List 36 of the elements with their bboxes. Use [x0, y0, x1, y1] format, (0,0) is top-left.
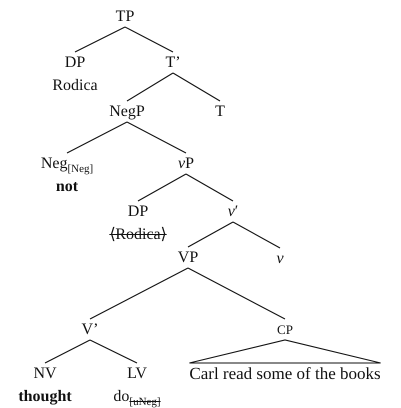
tree-branch: [44, 340, 90, 364]
node-label: v: [276, 249, 284, 269]
word-label: thought: [18, 387, 72, 407]
node-label: NegP: [109, 102, 145, 122]
tree-branch: [90, 268, 188, 320]
tree-branch: [188, 222, 234, 248]
node-label: T: [215, 102, 225, 122]
node-label: NV: [32, 364, 58, 384]
tree-branch: [124, 26, 174, 52]
tree-branch: [186, 174, 234, 202]
tree-branch: [126, 122, 186, 154]
node-label: vP: [178, 154, 194, 174]
terminal-string: Carl read some of the books: [189, 363, 381, 385]
word-label: do$_{[uNeg]}$: [113, 387, 161, 408]
tree-branch: [66, 122, 128, 154]
node-label: Neg$_{[Neg]}$: [40, 154, 94, 175]
tree-branch: [126, 72, 174, 102]
node-label: TP: [116, 7, 134, 27]
tree-branch: [172, 72, 220, 102]
node-label: V’: [82, 320, 98, 340]
node-label: LV: [126, 364, 148, 384]
node-label: T’: [165, 53, 181, 73]
node-label: CP: [277, 321, 293, 339]
node-label: DP: [64, 53, 86, 73]
node-label: DP: [126, 202, 150, 222]
word-label: Rodica: [52, 76, 98, 96]
tree-branch: [188, 268, 286, 320]
node-label: VP: [178, 248, 198, 268]
word-label: not: [54, 177, 80, 197]
tree-triangle: [188, 339, 382, 364]
tree-branch: [90, 340, 138, 364]
tree-branch: [74, 26, 126, 52]
tree-branch: [138, 174, 186, 202]
word-label: ⟨Rodica⟩: [109, 225, 167, 245]
tree-branch: [232, 222, 280, 248]
node-label: v′: [228, 202, 238, 222]
